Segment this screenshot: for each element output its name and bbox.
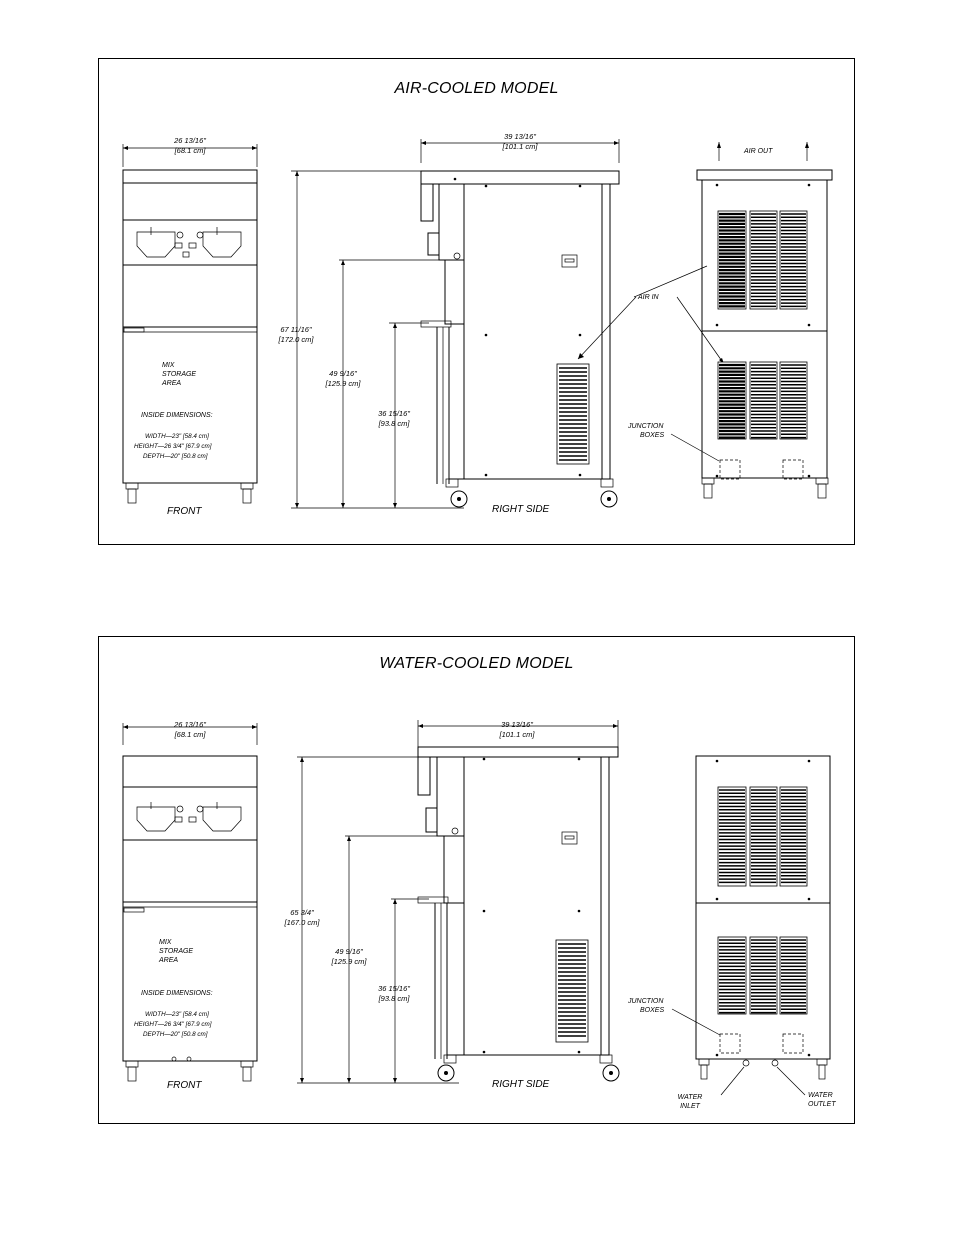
air-in-label: AIR IN xyxy=(637,294,660,301)
water-cooled-title: WATER-COOLED MODEL xyxy=(379,655,574,672)
front-label: FRONT xyxy=(167,506,202,517)
inside-dimensions-label: INSIDE DIMENSIONS: xyxy=(141,990,213,997)
rear-grille-block xyxy=(717,786,747,887)
right-side-label: RIGHT SIDE xyxy=(492,1079,550,1090)
inside-depth: DEPTH—20" [50.8 cm] xyxy=(143,1031,208,1038)
air-cooled-title: AIR-COOLED MODEL xyxy=(394,80,559,97)
rear-view: JUNCTION BOXES WATER INLET WATER OUTLET xyxy=(627,755,836,1110)
rear-grille-block xyxy=(779,361,808,440)
height-mid-label: 49 9/16" xyxy=(335,947,363,956)
front-width-label: 26 13/16" xyxy=(173,136,206,145)
side-depth-cm-label: [101.1 cm] xyxy=(498,730,535,739)
junction-label-1: JUNCTION xyxy=(627,423,664,430)
air-cooled-drawing: 26 13/16" [68.1 cm] MIX STOR xyxy=(122,132,833,517)
height-low-label: 36 15/16" xyxy=(378,984,410,993)
rear-grille-block xyxy=(749,361,778,440)
rear-grille-block xyxy=(779,210,808,310)
mix-label-1: MIX xyxy=(162,362,175,369)
height-mid-label: 49 9/16" xyxy=(329,369,357,378)
rear-grille-block xyxy=(779,786,808,887)
side-depth-label: 39 13/16" xyxy=(501,720,533,729)
rear-view: AIR OUT AIR IN JUNCTION BOXES xyxy=(577,142,833,499)
side-depth-label: 39 13/16" xyxy=(504,132,536,141)
rear-grille-block xyxy=(717,936,747,1015)
mix-label-1: MIX xyxy=(159,939,172,946)
side-air-grille xyxy=(555,939,589,1043)
height-total-cm-label: [172.0 cm] xyxy=(277,335,314,344)
height-total-cm-label: [167.0 cm] xyxy=(283,918,320,927)
height-low-cm-label: [93.8 cm] xyxy=(378,994,411,1003)
mix-label-3: AREA xyxy=(158,957,178,964)
height-mid-cm-label: [125.9 cm] xyxy=(324,379,361,388)
rear-grille-block xyxy=(779,936,808,1015)
right-side-view: 39 13/16" [101.1 cm] 67 11/16" [172.0 cm… xyxy=(277,132,620,515)
rear-grille-block xyxy=(717,361,747,440)
right-side-label: RIGHT SIDE xyxy=(492,504,550,515)
front-width-cm-label: [68.1 cm] xyxy=(174,146,207,155)
right-side-view: 39 13/16" [101.1 cm] 65 3/4" [167.0 cm] … xyxy=(283,720,620,1090)
water-cooled-drawing: 26 13/16" [68.1 cm] MIX STORAGE AREA xyxy=(122,720,836,1110)
junction-label-2: BOXES xyxy=(640,1007,664,1014)
height-total-label: 65 3/4" xyxy=(290,908,314,917)
front-width-cm-label: [68.1 cm] xyxy=(174,730,207,739)
mix-label-3: AREA xyxy=(161,380,181,387)
inside-width: WIDTH—23" [58.4 cm] xyxy=(145,1011,209,1018)
inside-height: HEIGHT—26 3/4" [67.9 cm] xyxy=(134,1021,212,1028)
rear-grille-block xyxy=(717,210,747,310)
side-air-grille xyxy=(556,363,590,465)
air-out-label: AIR OUT xyxy=(743,148,773,155)
front-view: 26 13/16" [68.1 cm] MIX STOR xyxy=(122,136,258,517)
air-cooled-panel: AIR-COOLED MODEL 26 13/16" [68.1 cm] xyxy=(98,58,855,545)
water-cooled-panel: WATER-COOLED MODEL 26 13/16" [68.1 cm] xyxy=(98,636,855,1124)
rear-grille-block xyxy=(749,210,778,310)
junction-label-1: JUNCTION xyxy=(627,998,664,1005)
front-width-label: 26 13/16" xyxy=(173,720,206,729)
water-inlet-label-1: WATER xyxy=(678,1094,703,1101)
height-low-label: 36 15/16" xyxy=(378,409,410,418)
water-inlet-label-2: INLET xyxy=(680,1103,701,1110)
water-outlet-label-1: WATER xyxy=(808,1092,833,1099)
inside-depth: DEPTH—20" [50.8 cm] xyxy=(143,453,208,460)
rear-grille-block xyxy=(749,936,778,1015)
inside-dimensions-label: INSIDE DIMENSIONS: xyxy=(141,412,213,419)
height-mid-cm-label: [125.9 cm] xyxy=(330,957,367,966)
water-outlet-label-2: OUTLET xyxy=(808,1101,836,1108)
height-total-label: 67 11/16" xyxy=(280,325,312,334)
junction-label-2: BOXES xyxy=(640,432,664,439)
mix-label-2: STORAGE xyxy=(159,948,193,955)
rear-grille-block xyxy=(749,786,778,887)
side-depth-cm-label: [101.1 cm] xyxy=(501,142,538,151)
mix-label-2: STORAGE xyxy=(162,371,196,378)
height-low-cm-label: [93.8 cm] xyxy=(378,419,411,428)
front-view: 26 13/16" [68.1 cm] MIX STORAGE AREA xyxy=(122,720,258,1091)
inside-width: WIDTH—23" [58.4 cm] xyxy=(145,433,209,440)
front-label: FRONT xyxy=(167,1080,202,1091)
inside-height: HEIGHT—26 3/4" [67.9 cm] xyxy=(134,443,212,450)
